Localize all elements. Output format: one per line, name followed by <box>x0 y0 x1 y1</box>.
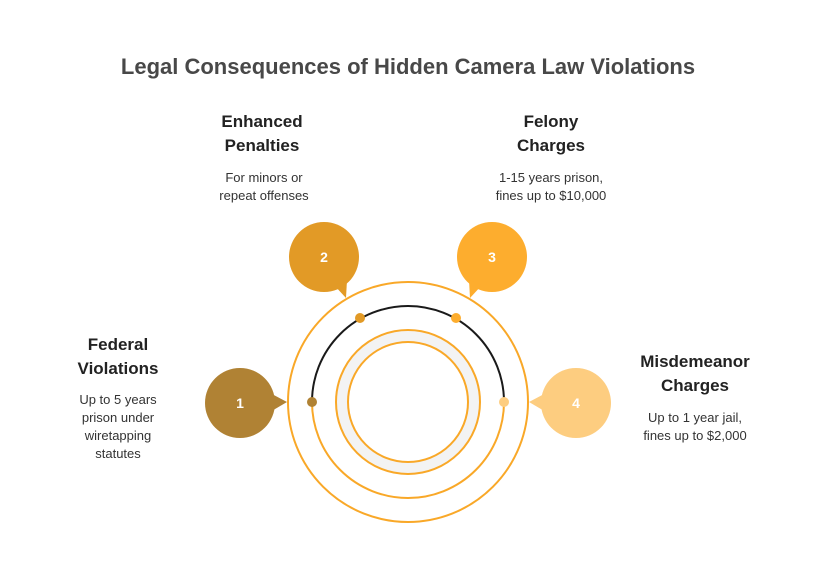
desc-line: For minors or <box>225 170 303 185</box>
page-title: Legal Consequences of Hidden Camera Law … <box>120 54 696 79</box>
item-1-heading-line: Violations <box>77 359 159 378</box>
item-3-heading: Felony Charges <box>466 110 636 158</box>
bubble-4-number: 4 <box>572 395 580 411</box>
item-3-heading-line: Charges <box>516 136 586 155</box>
item-1-heading-line: Federal <box>87 335 149 354</box>
desc-line: statutes <box>95 446 141 461</box>
item-2-heading-line: Penalties <box>224 136 300 155</box>
dot-3 <box>451 313 461 323</box>
bubble-4: 4 <box>529 368 611 438</box>
dot-1 <box>307 397 317 407</box>
inner-ring-inner <box>347 341 469 463</box>
item-1-heading: Federal Violations <box>33 333 203 381</box>
desc-line: 1-15 years prison, <box>498 170 604 185</box>
item-4-heading-line: Misdemeanor <box>640 352 750 371</box>
dot-4 <box>499 397 509 407</box>
bubble-1: 1 <box>205 368 287 438</box>
outer-ring <box>287 281 529 523</box>
bubble-2-number: 2 <box>320 249 328 265</box>
bubble-1-number: 1 <box>236 395 244 411</box>
middle-arc-top <box>311 305 505 403</box>
dot-2 <box>355 313 365 323</box>
item-1-description: Up to 5 years prison under wiretapping s… <box>33 391 203 463</box>
middle-arc-bottom <box>311 401 505 499</box>
item-4-heading-line: Charges <box>660 376 730 395</box>
item-4-heading: Misdemeanor Charges <box>610 350 780 398</box>
inner-ring-outer <box>335 329 481 475</box>
desc-line: wiretapping <box>84 428 152 443</box>
inner-ring-fill <box>336 330 480 474</box>
item-3-heading-line: Felony <box>523 112 579 131</box>
bubble-3: 3 <box>457 222 527 298</box>
bubble-3-number: 3 <box>488 249 496 265</box>
desc-line: prison under <box>81 410 155 425</box>
desc-line: repeat offenses <box>219 188 309 203</box>
item-2-heading-line: Enhanced <box>221 112 303 131</box>
item-4-description: Up to 1 year jail, fines up to $2,000 <box>610 409 780 445</box>
desc-line: fines up to $10,000 <box>495 188 607 203</box>
desc-line: Up to 5 years <box>79 392 157 407</box>
desc-line: Up to 1 year jail, <box>648 410 742 425</box>
item-2-heading: Enhanced Penalties <box>177 110 347 158</box>
desc-line: fines up to $2,000 <box>643 428 747 443</box>
bubble-2: 2 <box>289 222 359 298</box>
item-3-description: 1-15 years prison, fines up to $10,000 <box>466 169 636 205</box>
item-2-description: For minors or repeat offenses <box>179 169 349 205</box>
